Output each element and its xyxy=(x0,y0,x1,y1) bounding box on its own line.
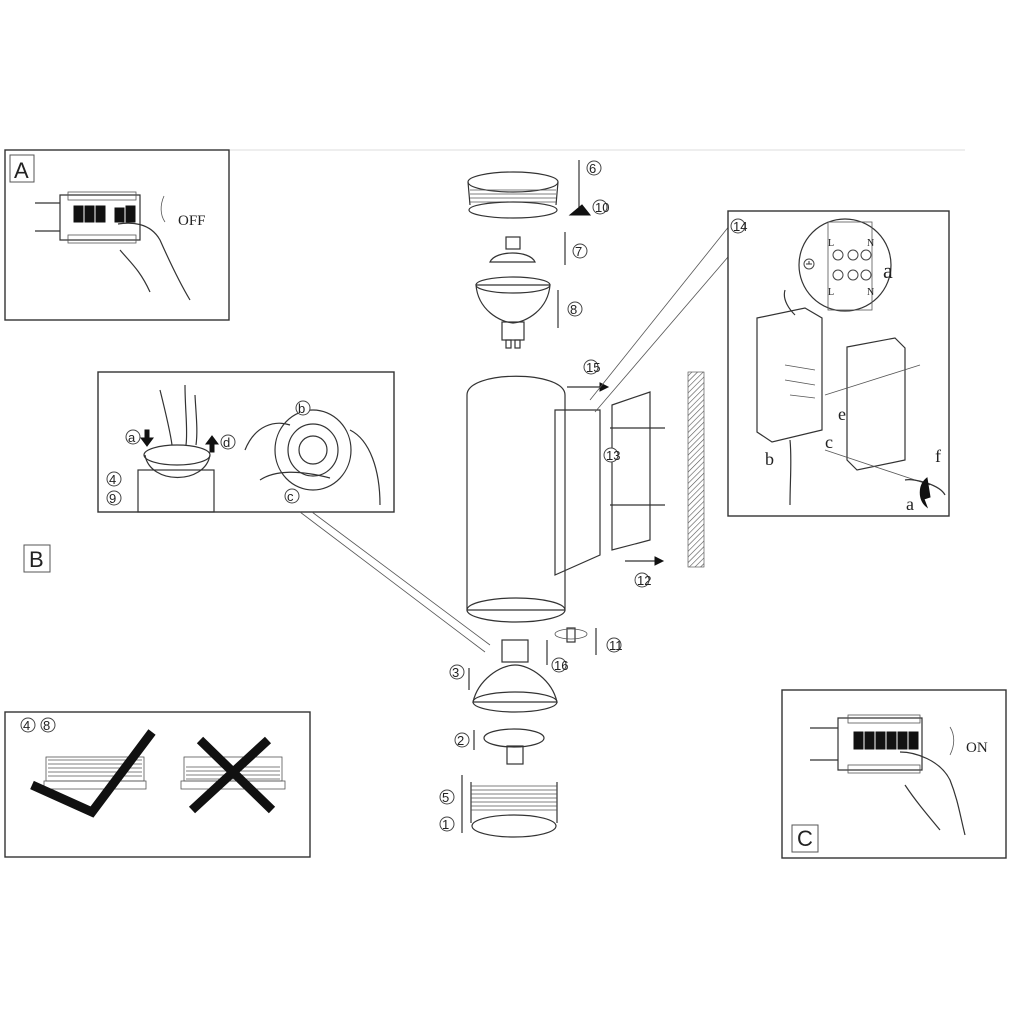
step-8-check: 8 xyxy=(43,718,50,733)
terminal-label-n-top: N xyxy=(867,238,874,249)
panel-b-letter-box xyxy=(23,544,51,573)
terminal-zoom-circle xyxy=(798,218,892,312)
rotate-arrow-icon xyxy=(919,477,931,509)
step-1: 1 xyxy=(442,817,449,832)
on-label: ON xyxy=(966,740,988,756)
check-mark-icon xyxy=(30,729,156,818)
sub-label-b: b xyxy=(298,401,305,416)
panel-c: ON C xyxy=(781,689,1007,859)
sub-label-c: c xyxy=(287,489,294,504)
panel-wiring: 14 L N L N a b c e f a xyxy=(727,210,950,517)
arrow-up-icon xyxy=(205,435,219,453)
step-11: 11 xyxy=(609,638,623,653)
step-10: 10 xyxy=(595,200,609,215)
step-7: 7 xyxy=(575,244,582,259)
terminal-label-n-bottom: N xyxy=(867,287,874,298)
step-4-check: 4 xyxy=(23,718,30,733)
junction-box-cover xyxy=(846,337,906,471)
label-b: c xyxy=(825,432,833,452)
twist-ring xyxy=(274,409,352,491)
terminal-block xyxy=(832,249,872,281)
junction-box xyxy=(756,307,823,443)
step-8: 8 xyxy=(570,302,577,317)
exploded-view: 6 10 7 8 15 13 1 xyxy=(439,160,741,838)
step-16: 16 xyxy=(554,658,568,673)
housing-top xyxy=(137,469,215,513)
panel-check: 4 8 xyxy=(4,711,311,858)
lamp-body xyxy=(466,375,566,611)
step-3: 3 xyxy=(452,665,459,680)
breaker-panel-off xyxy=(35,191,191,301)
wall-bracket xyxy=(611,391,651,551)
step-12: 12 xyxy=(637,573,651,588)
reflector-cup xyxy=(144,454,211,478)
sub-label-d: d xyxy=(223,435,230,450)
step-14: 14 xyxy=(733,219,747,234)
arrow-down-icon xyxy=(140,429,154,447)
sub-label-a: a xyxy=(128,430,136,445)
panel-c-letter-box xyxy=(791,824,819,853)
back-plate xyxy=(554,409,601,576)
correct-thread-illustration xyxy=(43,756,147,790)
off-label: OFF xyxy=(178,213,206,229)
step-5: 5 xyxy=(442,790,449,805)
step-2: 2 xyxy=(457,733,464,748)
cross-mark-icon xyxy=(188,736,276,814)
panel-c-letter: C xyxy=(797,826,813,851)
label-d: a xyxy=(883,258,893,283)
panel-a-letter-box xyxy=(9,154,35,183)
step-15: 15 xyxy=(586,360,600,375)
step-6: 6 xyxy=(589,161,596,176)
step-9-inset: 9 xyxy=(109,491,116,506)
panel-a: A OFF xyxy=(4,149,230,321)
label-f: f xyxy=(935,446,941,466)
step-4-inset: 4 xyxy=(109,472,116,487)
rotate-arrow-icon xyxy=(568,204,592,216)
label-c: b xyxy=(765,449,774,469)
terminal-label-l-bottom: L xyxy=(828,287,834,298)
label-e: e xyxy=(838,404,846,424)
terminal-label-l-top: L xyxy=(828,238,834,249)
panel-b-letter: B xyxy=(29,547,44,572)
panel-a-letter: A xyxy=(14,158,29,183)
step-13: 13 xyxy=(606,448,620,463)
panel-b-inset: a d 4 9 b c xyxy=(97,371,491,653)
label-a: a xyxy=(906,494,914,514)
wall xyxy=(687,371,705,568)
earth-ground-icon xyxy=(803,258,815,270)
breaker-panel-on xyxy=(810,714,966,836)
